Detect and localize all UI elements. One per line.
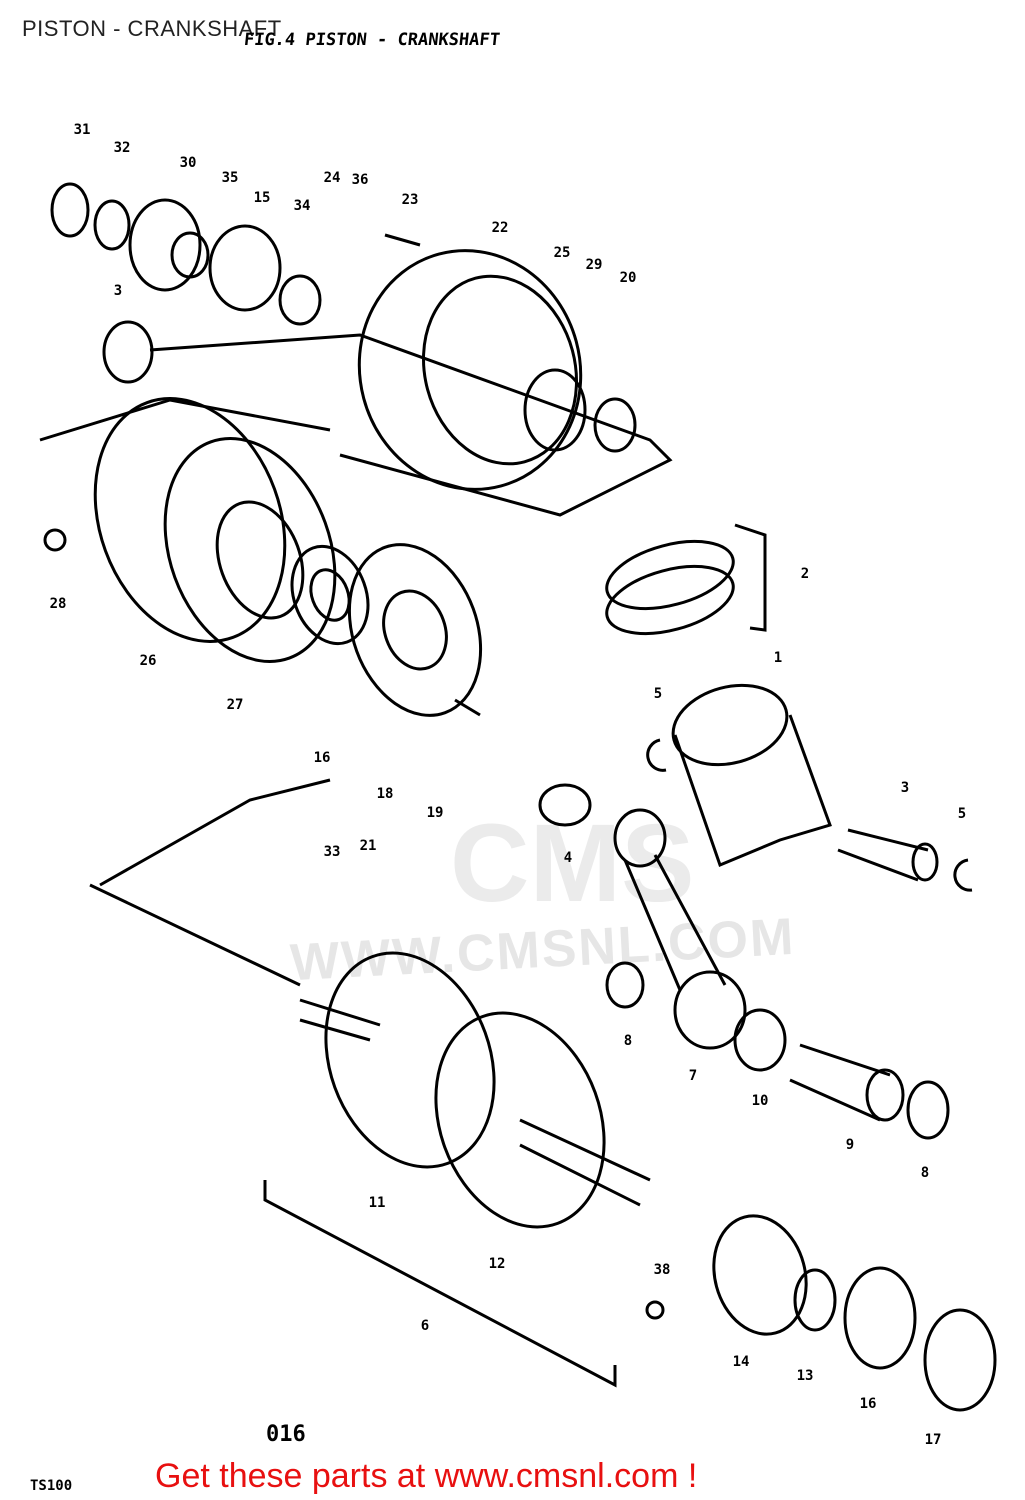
callout-33: 33	[323, 844, 341, 860]
crankcase-housing	[357, 249, 583, 491]
cover-outline	[39, 398, 331, 442]
callout-15: 15	[253, 190, 271, 206]
crank-web-right	[434, 1011, 606, 1229]
needle-bearing-10	[733, 1008, 787, 1072]
callout-5-left: 5	[653, 686, 663, 702]
callout-10: 10	[751, 1093, 769, 1109]
crankcase-cover	[93, 397, 287, 643]
model-code: TS100	[30, 1478, 73, 1494]
washer-8b	[906, 1080, 950, 1140]
callout-26: 26	[139, 653, 157, 669]
bearing-16-lower	[843, 1266, 917, 1370]
callout-9: 9	[845, 1137, 855, 1153]
callout-31: 31	[73, 122, 91, 138]
footer-parts-link[interactable]: Get these parts at www.cmsnl.com !	[155, 1457, 698, 1495]
callout-3-pin: 3	[900, 780, 910, 796]
callout-38: 38	[653, 1262, 671, 1278]
seal-31	[50, 182, 90, 238]
callout-22: 22	[491, 220, 509, 236]
page-number: 016	[266, 1422, 306, 1447]
piston-ring	[605, 539, 735, 611]
washer-13	[793, 1268, 837, 1332]
plate-14	[712, 1214, 808, 1336]
needle-bearing-4	[538, 783, 592, 827]
washer-8	[605, 961, 645, 1009]
piston	[671, 683, 789, 767]
callout-21: 21	[359, 838, 377, 854]
callout-4: 4	[563, 850, 573, 866]
crank-pin-9	[865, 1068, 905, 1122]
callout-3-top: 3	[113, 283, 123, 299]
callout-35: 35	[221, 170, 239, 186]
callout-36: 36	[351, 172, 369, 188]
page-title: PISTON - CRANKSHAFT	[22, 16, 282, 41]
gasket	[163, 437, 337, 663]
seal-17	[923, 1308, 997, 1412]
callout-2: 2	[800, 566, 810, 582]
callout-32: 32	[113, 140, 131, 156]
callout-14: 14	[732, 1354, 750, 1370]
callout-16-lower: 16	[859, 1396, 877, 1412]
callout-27: 27	[226, 697, 244, 713]
callout-8-left: 8	[623, 1033, 633, 1049]
callout-28: 28	[49, 596, 67, 612]
callout-7: 7	[688, 1068, 698, 1084]
callout-34: 34	[293, 198, 311, 214]
callout-13: 13	[796, 1368, 814, 1384]
o-ring-3	[102, 320, 154, 384]
callout-20: 20	[619, 270, 637, 286]
watermark-logo: CMS	[450, 802, 695, 925]
piston-pin	[911, 842, 939, 882]
callout-23: 23	[401, 192, 419, 208]
callout-24: 24	[323, 170, 341, 186]
callout-30: 30	[179, 155, 197, 171]
callout-19: 19	[426, 805, 444, 821]
callout-8-right: 8	[920, 1165, 930, 1181]
callout-17: 17	[924, 1432, 942, 1448]
callout-6: 6	[420, 1318, 430, 1334]
connecting-rod	[613, 808, 667, 868]
callout-11: 11	[368, 1195, 386, 1211]
bearing-15	[208, 224, 282, 312]
callout-5-right: 5	[957, 806, 967, 822]
callout-16-upper: 16	[313, 750, 331, 766]
washer-32	[93, 199, 131, 251]
callout-25: 25	[553, 245, 571, 261]
seal-20	[593, 397, 637, 453]
callout-29: 29	[585, 257, 603, 273]
callout-18: 18	[376, 786, 394, 802]
callout-1: 1	[773, 650, 783, 666]
gear-30	[128, 198, 202, 292]
ring-34	[278, 274, 322, 326]
plate-18	[347, 543, 483, 717]
crank-web-left	[324, 951, 496, 1169]
bearing-16-upper	[290, 544, 370, 646]
callout-12: 12	[488, 1256, 506, 1272]
